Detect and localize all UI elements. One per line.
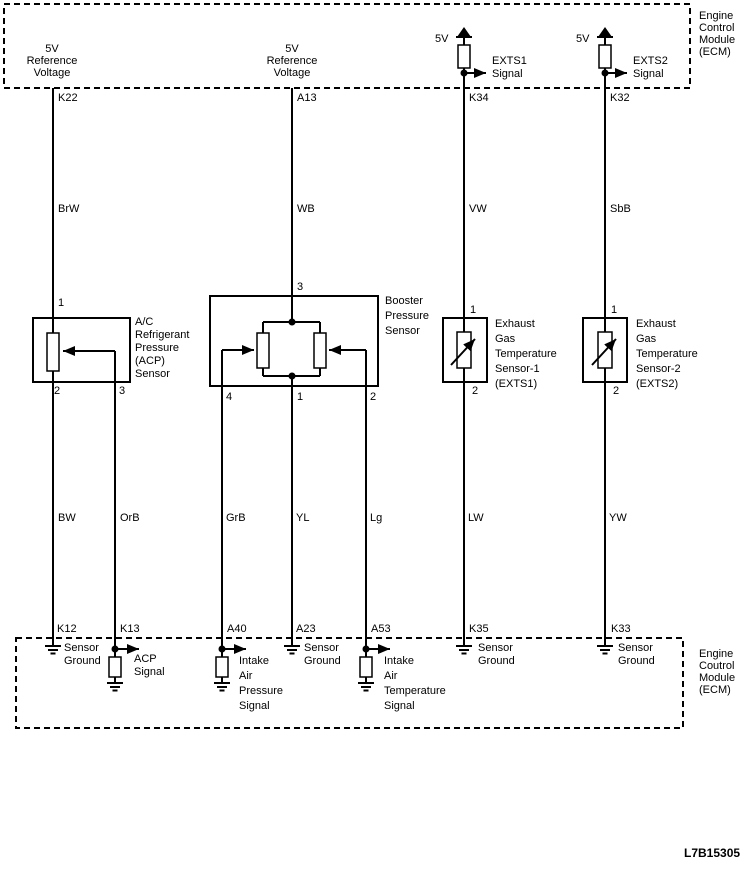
a53-ground-symbol: [358, 682, 374, 692]
booster-bridge-right-resistor: [313, 332, 327, 369]
ref-voltage-label-2: 5V Reference Voltage: [266, 43, 318, 79]
pin-k13: K13: [120, 623, 140, 635]
supply-arrow-exts1: [456, 27, 472, 38]
ecm-bottom-box: [15, 637, 684, 729]
exts2-pin-2: 2: [613, 385, 620, 397]
exts2-pullup-resistor: [598, 44, 612, 69]
exts2-pin-1: 1: [611, 304, 618, 316]
wire-color-lg: Lg: [370, 512, 383, 524]
five-v-label-2: 5V: [576, 33, 590, 45]
booster-sensor-box: [209, 295, 379, 387]
acp-potentiometer: [46, 332, 60, 372]
acp-pin-1: 1: [58, 297, 65, 309]
exts1-thermistor-arrow: [450, 338, 476, 366]
booster-pin-2: 2: [370, 391, 377, 403]
exts1-pin-1: 1: [470, 304, 477, 316]
exts2-thermistor-arrow: [591, 338, 617, 366]
supply-arrow-exts2: [597, 27, 613, 38]
booster-bridge: [262, 321, 321, 377]
k33-ground-symbol: [597, 638, 613, 655]
bridge-top-junction-dot: [288, 318, 296, 326]
k12-ground-symbol: [45, 638, 61, 655]
k33-sensor-ground-label: Sensor Ground: [618, 642, 655, 667]
exts1-junction-dot: [460, 69, 468, 77]
wire-color-yl: YL: [296, 512, 310, 524]
a53-junction-dot: [362, 645, 370, 653]
diagram-code: L7B15305: [684, 846, 741, 860]
wire-color-orb: OrB: [120, 512, 140, 524]
bridge-bottom-junction-dot: [288, 372, 296, 380]
pin-k35: K35: [469, 623, 489, 635]
pin-k33: K33: [611, 623, 631, 635]
k35-ground-symbol: [456, 638, 472, 655]
k13-input-resistor: [108, 656, 122, 678]
exts2-signal-label: EXTS2 Signal: [633, 55, 668, 80]
acp-pin-2: 2: [54, 385, 61, 397]
exts1-signal-label: EXTS1 Signal: [492, 55, 527, 80]
a40-ground-symbol: [214, 682, 230, 692]
wire-color-vw: VW: [469, 203, 487, 215]
wire-color-brw: BrW: [58, 203, 80, 215]
ecm-bottom-label: Engine Coutrol Module (ECM): [699, 648, 736, 696]
wire-color-lw: LW: [468, 512, 484, 524]
exts1-sensor-label: Exhaust Gas Temperature Sensor-1 (EXTS1): [495, 318, 557, 390]
a40-input-resistor: [215, 656, 229, 678]
ref-voltage-label-1: 5V Reference Voltage: [26, 43, 78, 79]
acp-sensor-box: [32, 317, 131, 383]
pin-a53: A53: [371, 623, 391, 635]
ecm-top-label: Engine Control Module (ECM): [699, 10, 736, 58]
a23-sensor-ground-label: Sensor Ground: [304, 642, 341, 667]
booster-pin-3: 3: [297, 281, 304, 293]
a23-ground-symbol: [284, 638, 300, 655]
intake-air-temperature-signal-label: Intake Air Temperature Signal: [384, 655, 446, 712]
k13-junction-dot: [111, 645, 119, 653]
wire-color-grb: GrB: [226, 512, 246, 524]
wire-color-yw: YW: [609, 512, 627, 524]
booster-pin-4: 4: [226, 391, 233, 403]
acp-pin-3: 3: [119, 385, 126, 397]
pin-k32: K32: [610, 92, 630, 104]
k12-sensor-ground-label: Sensor Ground: [64, 642, 101, 667]
exts1-pin-2: 2: [472, 385, 479, 397]
booster-pin-1: 1: [297, 391, 304, 403]
booster-bridge-left-resistor: [256, 332, 270, 369]
exts1-pullup-resistor: [457, 44, 471, 69]
wire-color-bw: BW: [58, 512, 76, 524]
acp-signal-label: ACP Signal: [134, 653, 165, 678]
pin-k22: K22: [58, 92, 78, 104]
acp-sensor-label: A/C Refrigerant Pressure (ACP) Sensor: [135, 316, 190, 380]
a40-junction-dot: [218, 645, 226, 653]
pin-a13: A13: [297, 92, 317, 104]
booster-sensor-label: Booster Pressure Sensor: [385, 295, 430, 337]
five-v-label-1: 5V: [435, 33, 449, 45]
exts2-junction-dot: [601, 69, 609, 77]
k35-sensor-ground-label: Sensor Ground: [478, 642, 515, 667]
wire-color-wb: WB: [297, 203, 315, 215]
wire-color-sbb: SbB: [610, 203, 631, 215]
pin-a40: A40: [227, 623, 247, 635]
pin-k34: K34: [469, 92, 489, 104]
pin-a23: A23: [296, 623, 316, 635]
pin-k12: K12: [57, 623, 77, 635]
intake-air-pressure-signal-label: Intake Air Pressure Signal: [239, 655, 284, 712]
exts2-sensor-label: Exhaust Gas Temperature Sensor-2 (EXTS2): [636, 318, 698, 390]
k13-ground-symbol: [107, 682, 123, 692]
a53-input-resistor: [359, 656, 373, 678]
ecm-top-box: [3, 3, 691, 89]
